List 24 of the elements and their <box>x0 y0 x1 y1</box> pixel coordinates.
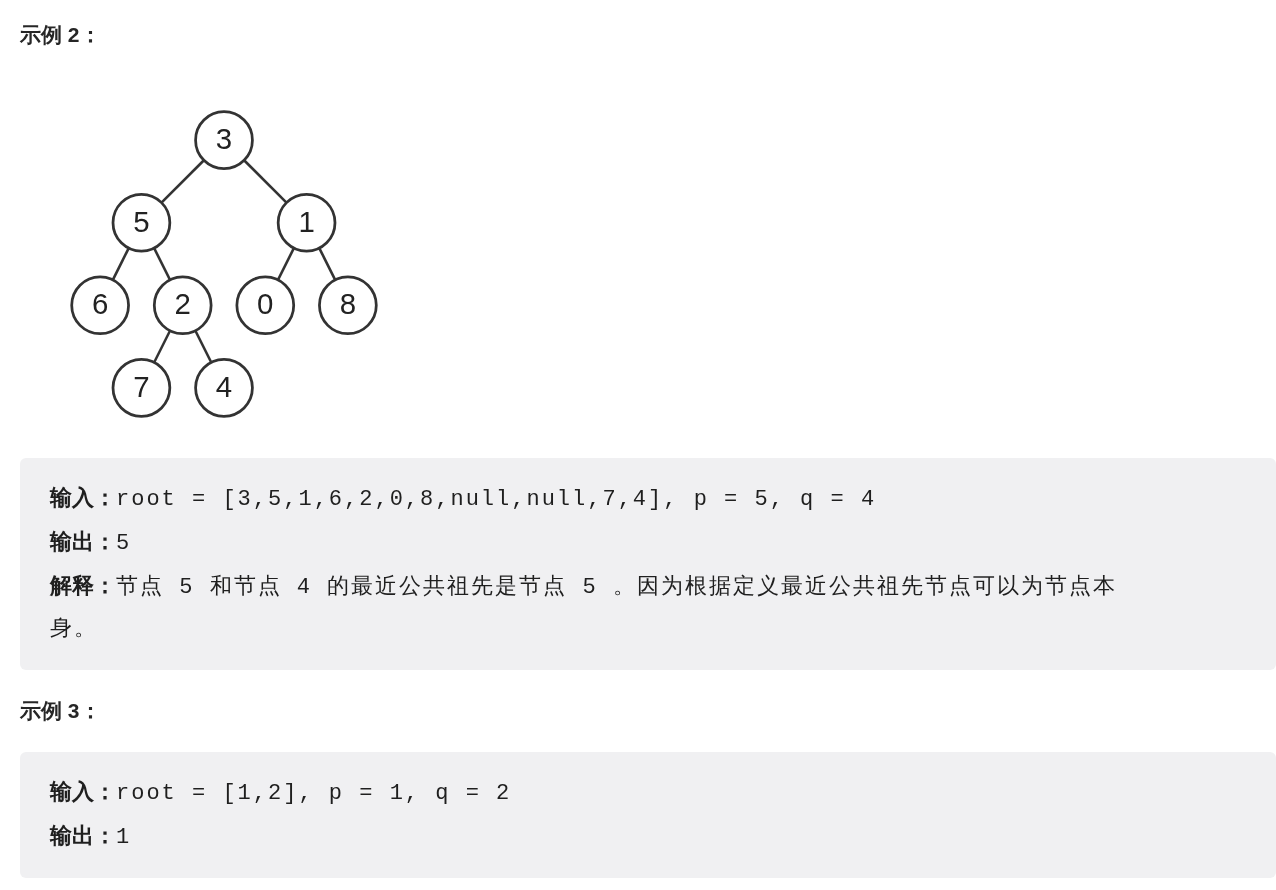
result-text: 输出：1 <box>50 822 133 852</box>
given-values-text: 输入：root = [1,2], p = 1, q = 2 <box>50 778 513 808</box>
tree-node-circle: 8 <box>318 275 378 336</box>
section-heading: 示例 3： <box>20 698 101 724</box>
connector-line <box>243 159 288 204</box>
connector-line <box>318 247 337 281</box>
tree-node-circle: 7 <box>111 358 172 418</box>
tree-node-circle: 3 <box>194 110 254 170</box>
section-heading: 示例 2： <box>20 22 101 48</box>
connector-line <box>153 330 172 364</box>
connector-line <box>111 247 130 281</box>
given-values-text: 输入：root = [3,5,1,6,2,0,8,null,null,7,4], p = 5, q = 4 <box>50 484 878 514</box>
connector-line <box>153 247 172 281</box>
tree-node-circle: 1 <box>276 192 337 253</box>
result-text: 输出：5 <box>50 528 133 558</box>
tree-node-circle: 6 <box>70 275 130 336</box>
tree-node-circle: 5 <box>111 192 172 253</box>
connector-line <box>160 159 205 204</box>
connector-line <box>276 247 296 281</box>
explanation-text: 解释：节点 5 和节点 4 的最近公共祖先是节点 5 。因为根据定义最近公共祖先节点可以为节点本身。 <box>50 572 1118 644</box>
tree-node-circle: 4 <box>194 358 254 418</box>
tree-node-circle: 2 <box>152 275 213 336</box>
connector-line <box>194 330 213 364</box>
tree-node-circle: 0 <box>235 275 296 336</box>
